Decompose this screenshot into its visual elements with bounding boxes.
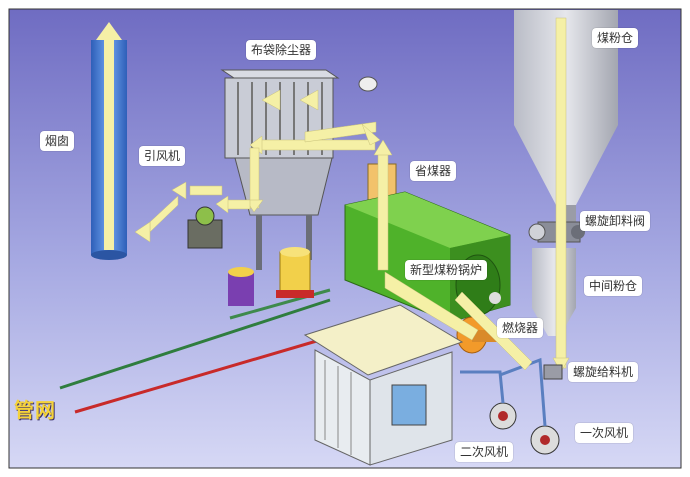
purple-tank bbox=[228, 267, 254, 306]
induced-fan bbox=[187, 206, 223, 249]
label-primary-fan: 一次风机 bbox=[575, 423, 634, 443]
label-boiler: 新型煤粉锅炉 bbox=[405, 260, 488, 280]
label-induced-fan: 引风机 bbox=[139, 146, 186, 166]
secondary-fan bbox=[489, 402, 517, 430]
label-bag-filter: 布袋除尘器 bbox=[246, 40, 317, 60]
label-burner: 燃烧器 bbox=[497, 318, 544, 338]
label-screw-feeder: 螺旋给料机 bbox=[568, 362, 639, 382]
pipe-green bbox=[59, 298, 331, 390]
label-secondary-fan: 二次风机 bbox=[455, 442, 514, 462]
control-booth bbox=[303, 304, 464, 466]
label-chimney: 烟囱 bbox=[40, 131, 75, 151]
screw-feeder bbox=[543, 364, 563, 380]
chimney bbox=[91, 22, 127, 260]
label-coal-silo: 煤粉仓 bbox=[592, 28, 639, 48]
label-economizer: 省煤器 bbox=[410, 161, 457, 181]
label-screw-discharge-valve: 螺旋卸料阀 bbox=[580, 211, 651, 231]
label-pipe-network: 管网 bbox=[14, 398, 56, 422]
primary-fan bbox=[530, 425, 560, 455]
flow-arrows bbox=[134, 17, 570, 373]
label-intermediate-silo: 中间粉仓 bbox=[584, 276, 643, 296]
yellow-tank bbox=[276, 247, 314, 298]
pipe-red bbox=[74, 338, 321, 414]
